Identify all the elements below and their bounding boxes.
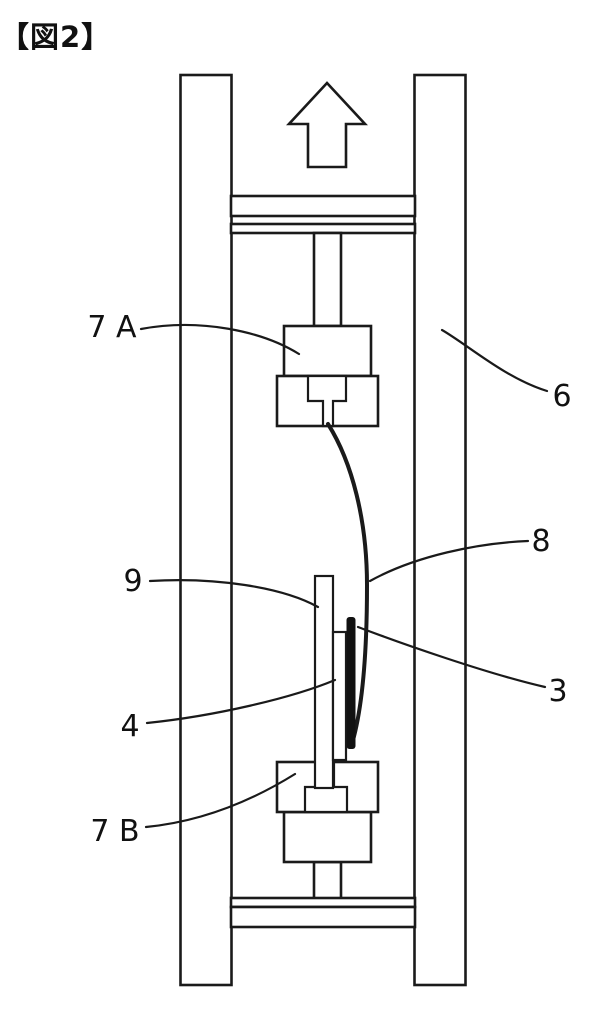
leader-line-black-strip xyxy=(356,625,547,689)
label-grip-top: 7 A xyxy=(87,310,137,345)
top-crosshead-plate xyxy=(229,222,417,235)
label-hatched-strip: 4 xyxy=(120,709,139,744)
leader-line-plate xyxy=(148,579,320,609)
leader-line-grip-bottom xyxy=(144,772,297,829)
upper-grip-notch xyxy=(306,374,348,428)
leader-line-hatched-strip xyxy=(145,678,337,725)
lower-grip-knurled-block xyxy=(282,810,373,864)
upper-grip-knurled-block xyxy=(282,324,373,378)
frame-left-rail xyxy=(179,73,233,987)
hatched-strip xyxy=(331,630,348,762)
label-black-strip: 3 xyxy=(548,674,567,709)
figure-title: 【図2】 xyxy=(0,20,112,54)
up-arrow-icon xyxy=(286,81,368,169)
specimen-film-curve xyxy=(326,422,370,749)
frame-right-rail xyxy=(413,73,467,987)
leader-line-grip-top xyxy=(139,323,301,356)
label-plate: 9 xyxy=(123,564,142,599)
top-pull-rod xyxy=(312,231,343,328)
bottom-crosshead-plate xyxy=(229,896,417,909)
label-grip-bottom: 7 B xyxy=(90,814,139,849)
leader-line-specimen xyxy=(368,539,530,583)
top-crossbar xyxy=(229,194,417,218)
leader-line-frame xyxy=(440,328,549,393)
black-strip xyxy=(346,617,356,749)
label-frame: 6 xyxy=(552,379,571,414)
bottom-pull-rod xyxy=(312,860,343,902)
label-specimen: 8 xyxy=(531,524,550,559)
bottom-crossbar xyxy=(229,905,417,929)
